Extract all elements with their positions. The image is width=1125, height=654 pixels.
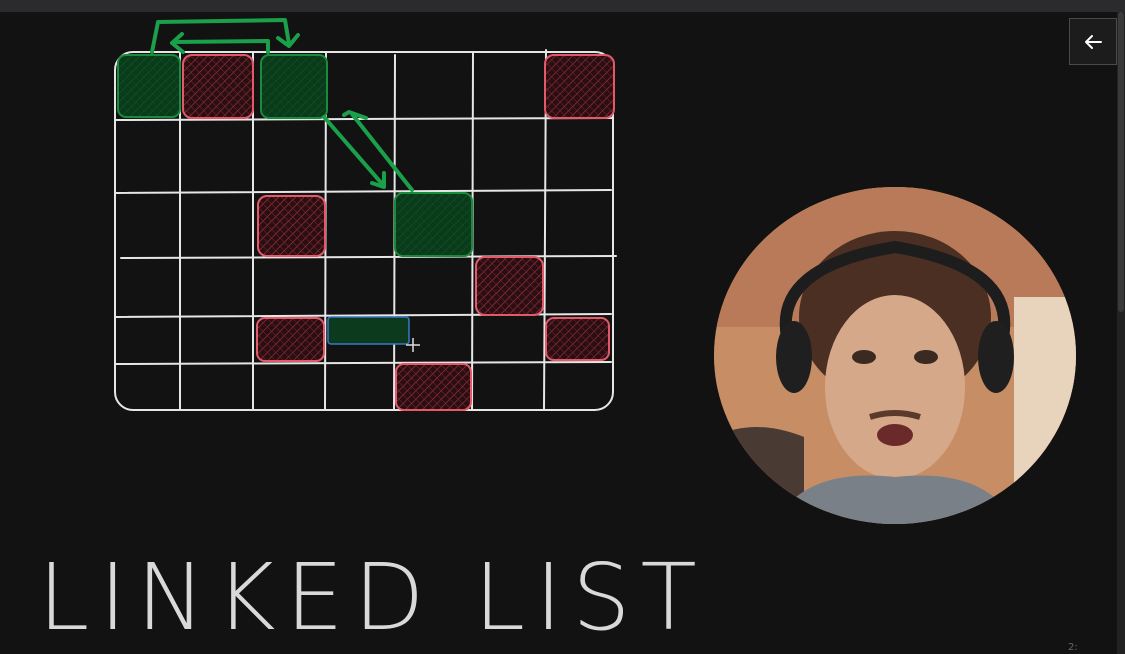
vertical-scrollbar[interactable] xyxy=(1117,12,1125,654)
free-cells xyxy=(117,54,473,257)
free-cell-node-3 xyxy=(394,192,473,257)
grid-border xyxy=(114,51,614,411)
arrow-left-icon xyxy=(1085,34,1102,49)
free-cell-node-2 xyxy=(260,54,328,119)
occupied-cell xyxy=(544,54,615,119)
arrow-node2-to-node3 xyxy=(322,115,385,187)
occupied-cell xyxy=(395,363,472,411)
selection-rectangle[interactable] xyxy=(327,316,410,345)
grid-row-line xyxy=(120,255,617,259)
arrow-node2-to-node3-head xyxy=(370,171,386,189)
arrow-node1-to-node2 xyxy=(150,18,291,54)
window-title-bar xyxy=(0,0,1125,12)
link-arrows xyxy=(150,18,414,192)
corner-indicator: 2: xyxy=(1068,642,1078,653)
occupied-cell xyxy=(545,317,610,361)
occupied-cells xyxy=(182,54,615,411)
crosshair-cursor-icon xyxy=(406,338,420,352)
presenter-video xyxy=(714,187,1076,524)
arrow-node2-to-node1-head xyxy=(170,32,185,54)
occupied-cell xyxy=(256,317,325,362)
slide-title: LINKED LIST xyxy=(38,544,707,651)
grid-row-line xyxy=(114,189,612,194)
presenter-webcam xyxy=(714,187,1076,524)
arrow-node1-to-node2-head xyxy=(276,33,300,48)
arrow-node2-to-node1 xyxy=(173,39,270,54)
occupied-cell xyxy=(257,195,326,257)
arrow-node3-to-node2 xyxy=(350,112,414,192)
back-button[interactable] xyxy=(1069,18,1117,65)
grid-row-line xyxy=(114,361,612,365)
occupied-cell xyxy=(475,256,544,316)
scrollbar-thumb[interactable] xyxy=(1118,12,1124,312)
free-cell-node-1 xyxy=(117,54,181,118)
occupied-cell xyxy=(182,54,254,119)
arrow-node3-to-node2-head xyxy=(342,110,368,120)
